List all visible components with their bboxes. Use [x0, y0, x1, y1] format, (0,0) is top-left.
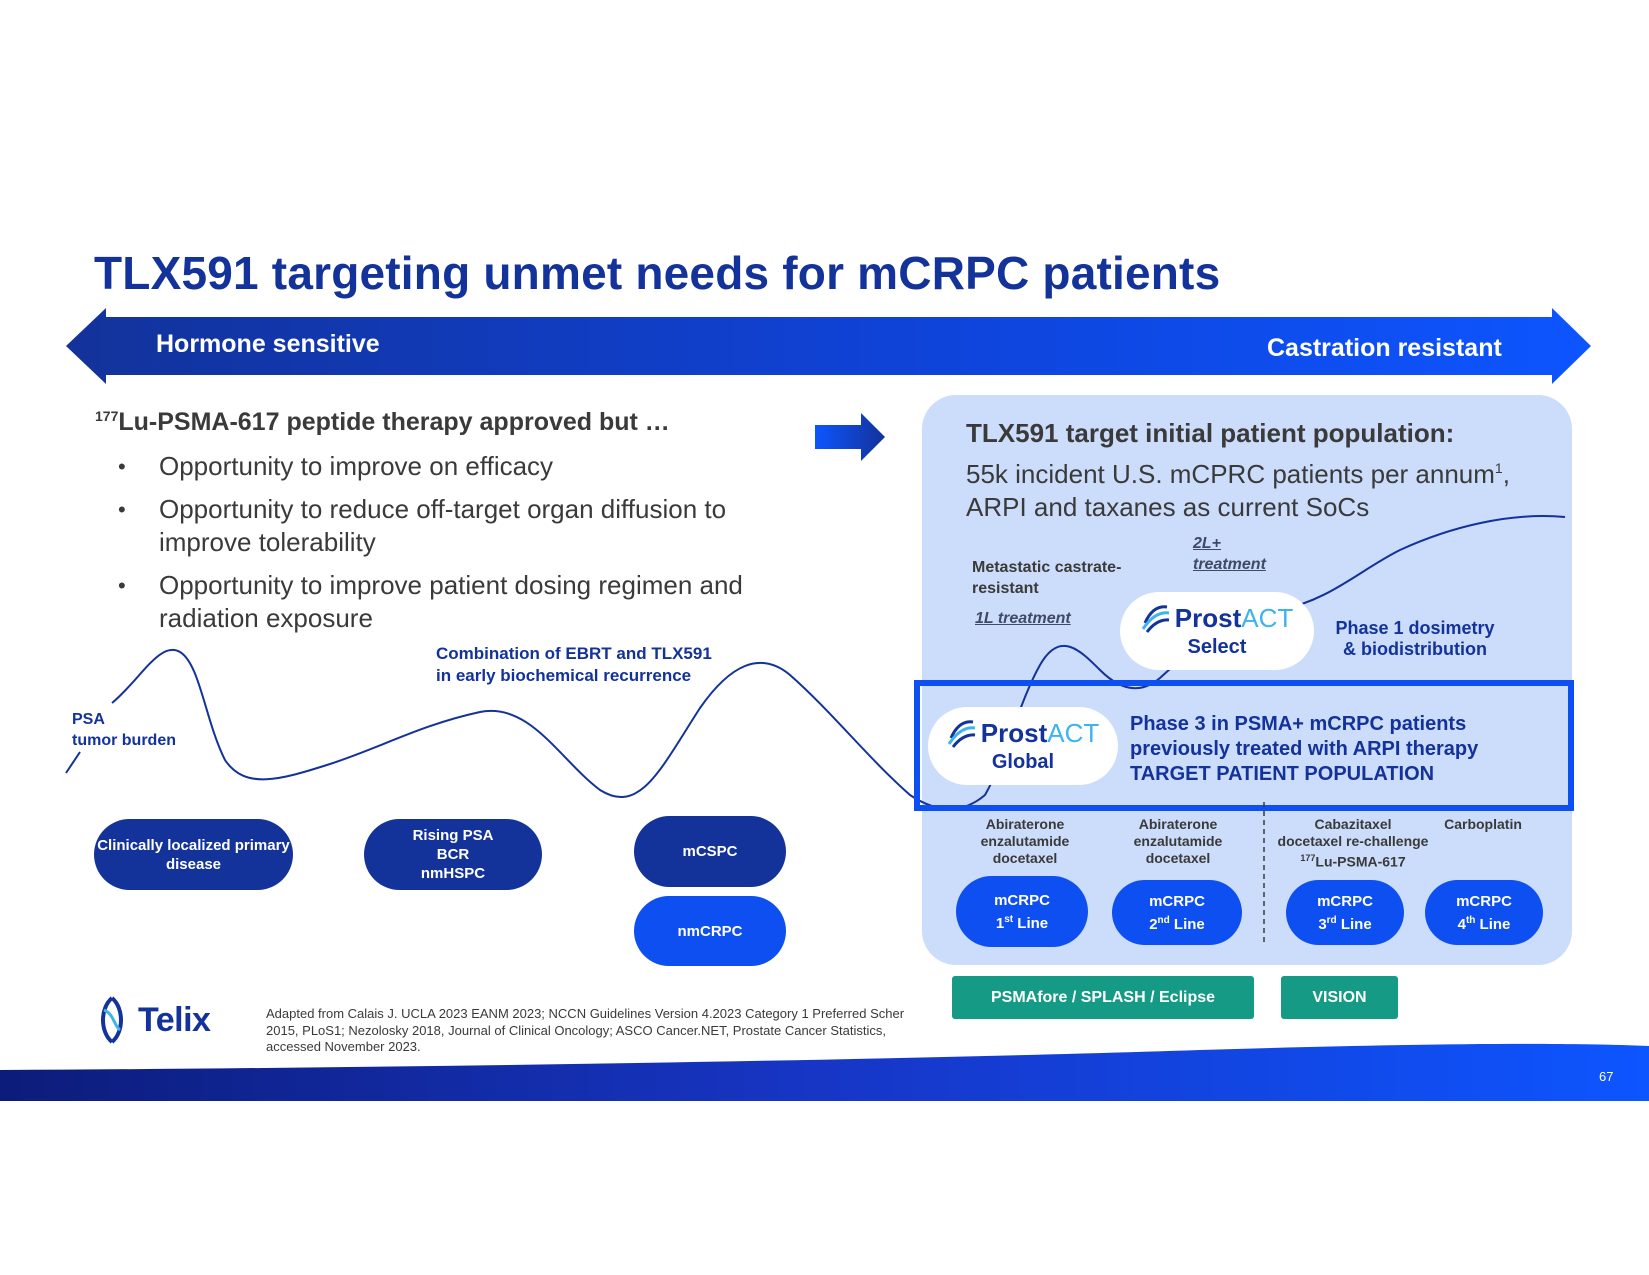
drugs-3rd-sup: 177	[1300, 853, 1316, 863]
bullet-efficacy: Opportunity to improve on efficacy	[118, 450, 798, 483]
stage-nmcrpc: nmCRPC	[634, 896, 786, 966]
phase3-line1: Phase 3 in PSMA+ mCRPC patients	[1130, 713, 1467, 735]
line3-word: Line	[1336, 915, 1372, 933]
line4-sup: th	[1465, 914, 1476, 926]
page-title: TLX591 targeting unmet needs for mCRPC p…	[94, 247, 1221, 299]
drugs-4th-line: Carboplatin	[1444, 816, 1522, 832]
select-label: Select	[1187, 636, 1247, 658]
psa-label-line2: tumor burden	[72, 732, 176, 749]
prostact-global-badge: ProstACT Global	[928, 707, 1118, 785]
psa-label: PSA tumor burden	[72, 709, 176, 751]
line1-word: Line	[1013, 914, 1049, 932]
mcrpc-1st-line-pill: mCRPC 1st Line	[956, 876, 1088, 947]
castration-resistant-label: Castration resistant	[1267, 334, 1502, 362]
act-text-global: ACT	[1047, 718, 1100, 748]
lead-statement: 177Lu-PSMA-617 peptide therapy approved …	[95, 408, 670, 437]
line4-word: Line	[1475, 915, 1511, 933]
hormone-sensitive-label: Hormone sensitive	[156, 330, 380, 358]
rising-psa-line1: Rising PSA	[412, 827, 494, 844]
target-body-part2: , ARPI and taxanes as current SoCs	[966, 459, 1510, 522]
line1-label: mCRPC	[994, 891, 1050, 909]
trial-psmafore-splash-eclipse: PSMAfore / SPLASH / Eclipse	[952, 976, 1254, 1019]
line4-label: mCRPC	[1456, 892, 1512, 910]
act-text: ACT	[1241, 603, 1294, 633]
prost-text-global: Prost	[980, 718, 1048, 748]
drugs-3rd-line2: docetaxel re-challenge	[1277, 833, 1429, 849]
drugs-3rd-line1: Cabazitaxel	[1314, 816, 1392, 832]
phase3-line3: TARGET PATIENT POPULATION	[1130, 763, 1435, 785]
line2-label: mCRPC	[1149, 892, 1205, 910]
combination-note: Combination of EBRT and TLX591 in early …	[436, 643, 712, 687]
phase3-highlight-box	[914, 680, 1574, 811]
stage-rising-psa: Rising PSA BCR nmHSPC	[364, 819, 542, 890]
metastatic-label: Metastatic castrate-resistant	[972, 559, 1122, 597]
phase3-line2: previously treated with ARPI therapy	[1130, 738, 1479, 760]
line2-num: 2	[1149, 915, 1158, 933]
rising-psa-line3: nmHSPC	[420, 865, 486, 882]
bullet-tolerability: Opportunity to reduce off-target organ d…	[118, 493, 798, 559]
prostact-mark-icon	[947, 720, 975, 748]
telix-mark-icon	[101, 996, 123, 1044]
prost-text: Prost	[1174, 603, 1242, 633]
target-description: 55k incident U.S. mCPRC patients per ann…	[966, 452, 1526, 524]
second-line-treatment-label: 2L+ treatment	[1193, 535, 1266, 573]
line4-num: 4	[1457, 915, 1466, 933]
drugs-2nd-line: Abiraterone enzalutamide docetaxel	[1133, 816, 1223, 866]
isotope-superscript: 177	[95, 408, 119, 424]
prostact-select-badge: ProstACT Select	[1120, 592, 1314, 670]
mcrpc-4th-line-pill: mCRPC 4th Line	[1425, 880, 1543, 945]
target-body-part1: 55k incident U.S. mCPRC patients per ann…	[966, 459, 1495, 489]
prostact-logo: ProstACT	[1141, 603, 1293, 633]
opportunity-list: Opportunity to improve on efficacy Oppor…	[118, 450, 798, 645]
combination-line2: in early biochemical recurrence	[436, 666, 692, 685]
references: Adapted from Calais J. UCLA 2023 EANM 20…	[266, 1006, 905, 1054]
page-number: 67	[1599, 1069, 1614, 1084]
line1-sup: st	[1004, 913, 1014, 925]
telix-logo: Telix	[92, 996, 211, 1044]
footer-wave	[0, 1043, 1649, 1101]
dashed-divider	[1263, 802, 1265, 942]
line1-num: 1	[995, 914, 1005, 932]
line3-sup: rd	[1326, 914, 1337, 926]
prostact-mark-icon	[1141, 605, 1169, 633]
stage-banner-arrow	[66, 308, 1591, 384]
trial-vision: VISION	[1281, 976, 1398, 1019]
footnote-marker: 1	[1494, 460, 1503, 476]
line3-label: mCRPC	[1317, 892, 1373, 910]
drugs-1st-line: Abiraterone enzalutamide docetaxel	[980, 816, 1070, 866]
mcrpc-2nd-line-pill: mCRPC 2nd Line	[1112, 880, 1242, 945]
lead-text: Lu-PSMA-617 peptide therapy approved but…	[118, 408, 670, 436]
global-label: Global	[991, 751, 1055, 773]
stage-mcspc: mCSPC	[634, 816, 786, 887]
bullet-dosing: Opportunity to improve patient dosing re…	[118, 569, 798, 635]
drugs-3rd-line: Cabazitaxel docetaxel re-challenge 177Lu…	[1268, 816, 1438, 871]
psa-label-line1: PSA	[72, 711, 105, 728]
line2-word: Line	[1169, 915, 1205, 933]
line2-sup: nd	[1157, 914, 1170, 926]
stage-clinically-localized: Clinically localized primary disease	[94, 819, 293, 890]
line3-num: 3	[1318, 915, 1327, 933]
prostact-logo-global: ProstACT	[947, 718, 1099, 748]
combination-line1: Combination of EBRT and TLX591	[436, 644, 712, 663]
rising-psa-line2: BCR	[436, 846, 470, 863]
telix-wordmark: Telix	[138, 1000, 211, 1039]
phase1-label: Phase 1 dosimetry & biodistribution	[1335, 618, 1495, 659]
first-line-treatment-label: 1L treatment	[975, 610, 1071, 627]
mcrpc-3rd-line-pill: mCRPC 3rd Line	[1286, 880, 1404, 945]
right-arrow-icon	[815, 413, 885, 461]
phase3-description: Phase 3 in PSMA+ mCRPC patients previous…	[1130, 712, 1478, 787]
drugs-3rd-line3: Lu-PSMA-617	[1315, 853, 1406, 870]
target-heading: TLX591 target initial patient population…	[966, 418, 1455, 448]
